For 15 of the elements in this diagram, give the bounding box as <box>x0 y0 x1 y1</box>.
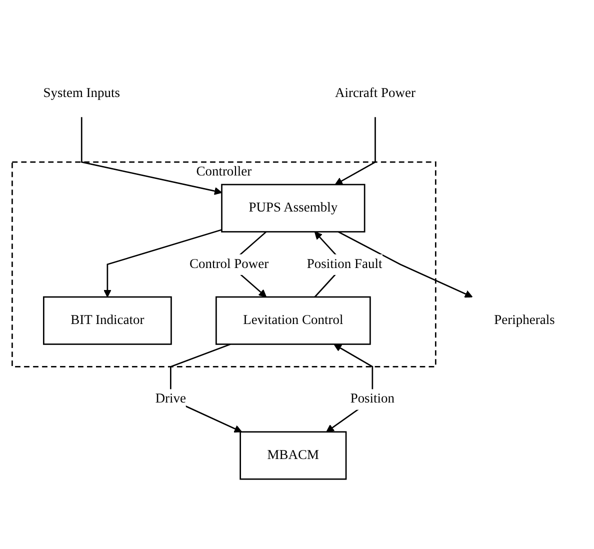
node-box: MBACM <box>240 431 347 480</box>
arrow <box>80 117 222 195</box>
node-box: Levitation Control <box>216 296 371 345</box>
node-text: Aircraft Power <box>334 86 416 100</box>
edge-label: Control Power <box>190 256 269 272</box>
arrow <box>103 229 222 298</box>
node-box: PUPS Assembly <box>221 184 366 232</box>
arrow <box>334 117 376 185</box>
node-text: System Inputs <box>43 86 120 100</box>
arrow <box>338 231 473 298</box>
node-box: BIT Indicator <box>43 296 172 345</box>
edge-label: Position Fault <box>306 256 382 272</box>
node-text: Peripherals <box>494 313 555 328</box>
edge-label: Position <box>350 392 395 406</box>
edge-label: Drive <box>155 392 186 406</box>
